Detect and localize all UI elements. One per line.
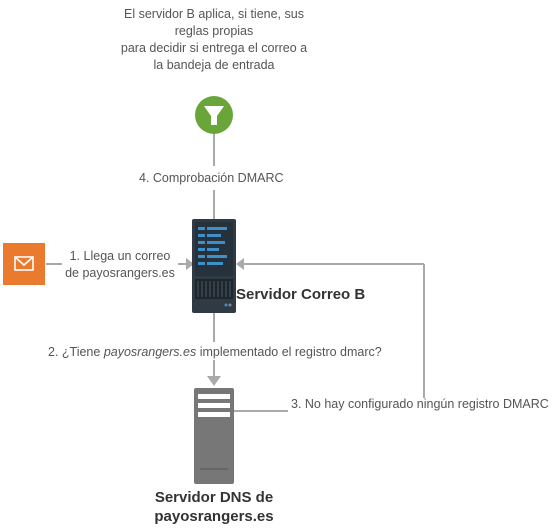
step-2-label: 2. ¿Tiene payosrangers.es implementado e… <box>48 344 382 361</box>
step-4-label: 4. Comprobación DMARC <box>139 171 284 185</box>
envelope-icon <box>3 243 45 285</box>
step-1-line-1: 1. Llega un correo <box>69 249 171 263</box>
mail-server-label: Servidor Correo B <box>236 286 366 303</box>
top-note: El servidor B aplica, si tiene, sus regl… <box>84 6 344 74</box>
top-note-line-2: reglas propias <box>174 24 254 38</box>
arrow-into-server-right <box>236 258 244 270</box>
server-tower-icon <box>194 388 234 484</box>
step-3-label: 3. No hay configurado ningún registro DM… <box>291 397 549 411</box>
step-1-line-2: de payosrangers.es <box>65 266 175 280</box>
step-1-label: 1. Llega un correo de payosrangers.es <box>60 248 180 282</box>
top-note-line-3: para decidir si entrega el correo a <box>120 41 308 55</box>
step-2-domain: payosrangers.es <box>103 345 197 359</box>
step-2-suffix: implementado el registro dmarc? <box>196 345 382 359</box>
dns-server-label: Servidor DNS de payosrangers.es <box>134 488 294 526</box>
arrow-into-dns <box>207 376 221 386</box>
arrow-into-server-left <box>186 258 194 270</box>
top-note-line-1: El servidor B aplica, si tiene, sus <box>124 7 304 21</box>
server-rack-icon <box>192 219 236 313</box>
filter-icon <box>195 96 233 134</box>
dns-server-line-1: Servidor DNS de <box>154 489 274 506</box>
top-note-line-4: la bandeja de entrada <box>153 58 275 72</box>
step-2-prefix: 2. ¿Tiene <box>48 345 104 359</box>
dns-server-line-2: payosrangers.es <box>154 508 274 525</box>
